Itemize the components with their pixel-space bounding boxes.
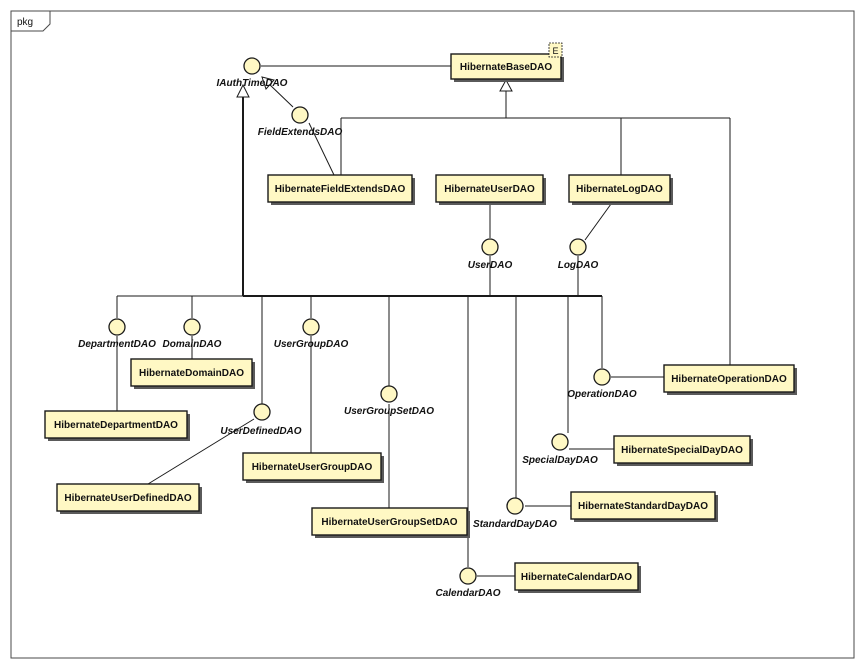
interfaces: IAuthTimeDAO FieldExtendsDAO UserDAO Log… [78, 57, 637, 599]
class-name-hibernate-user-group-set-dao: HibernateUserGroupSetDAO [321, 517, 457, 528]
label-department-dao: DepartmentDAO [78, 339, 156, 350]
class-name-hibernate-field-extends-dao: HibernateFieldExtendsDAO [275, 184, 406, 195]
package-frame [10, 10, 855, 659]
class-name-hibernate-standard-day-dao: HibernateStandardDayDAO [578, 501, 708, 512]
label-operation-dao: OperationDAO [567, 389, 637, 400]
label-field-extends-dao: FieldExtendsDAO [258, 127, 343, 138]
interface-field-extends-dao[interactable] [291, 106, 309, 124]
interface-log-dao[interactable] [569, 238, 587, 256]
class-hibernate-log-dao[interactable]: HibernateLogDAO [568, 174, 673, 205]
class-hibernate-field-extends-dao[interactable]: HibernateFieldExtendsDAO [267, 174, 415, 205]
package-tab [11, 11, 51, 32]
interface-operation-dao[interactable] [593, 368, 611, 386]
connectors [116, 65, 731, 577]
interface-domain-dao[interactable] [183, 318, 201, 336]
interface-user-defined-dao[interactable] [253, 403, 271, 421]
interface-user-dao[interactable] [481, 238, 499, 256]
label-iauth-time-dao: IAuthTimeDAO [217, 78, 288, 89]
class-name-hibernate-base-dao: HibernateBaseDAO [460, 62, 552, 73]
class-name-hibernate-user-group-dao: HibernateUserGroupDAO [252, 462, 373, 473]
label-special-day-dao: SpecialDayDAO [522, 455, 598, 466]
class-name-hibernate-operation-dao: HibernateOperationDAO [671, 374, 787, 385]
field-ext-gen [267, 82, 294, 108]
package-label: pkg [17, 17, 33, 28]
class-name-hibernate-log-dao: HibernateLogDAO [576, 184, 663, 195]
class-name-hibernate-special-day-dao: HibernateSpecialDayDAO [621, 445, 743, 456]
link-log [584, 203, 612, 241]
classes: HibernateBaseDAO E HibernateFieldExtends… [44, 42, 797, 593]
class-hibernate-user-dao[interactable]: HibernateUserDAO [435, 174, 546, 205]
class-name-hibernate-department-dao: HibernateDepartmentDAO [54, 420, 178, 431]
generalization-arrow-main [236, 83, 250, 98]
label-user-dao: UserDAO [468, 260, 513, 271]
interface-user-group-dao[interactable] [302, 318, 320, 336]
link-user-defined [147, 418, 255, 485]
interface-standard-day-dao[interactable] [506, 497, 524, 515]
label-user-group-set-dao: UserGroupSetDAO [344, 406, 434, 417]
class-hibernate-calendar-dao[interactable]: HibernateCalendarDAO [514, 562, 641, 593]
interface-calendar-dao[interactable] [459, 567, 477, 585]
class-hibernate-user-group-dao[interactable]: HibernateUserGroupDAO [242, 452, 384, 483]
label-log-dao: LogDAO [558, 260, 599, 271]
interface-user-group-set-dao[interactable] [380, 385, 398, 403]
class-name-hibernate-user-dao: HibernateUserDAO [444, 184, 535, 195]
label-calendar-dao: CalendarDAO [435, 588, 500, 599]
label-domain-dao: DomainDAO [163, 339, 222, 350]
class-name-hibernate-calendar-dao: HibernateCalendarDAO [521, 572, 632, 583]
field-ext-realize [308, 122, 335, 176]
interface-department-dao[interactable] [108, 318, 126, 336]
label-user-group-dao: UserGroupDAO [274, 339, 349, 350]
interface-iauth-time-dao[interactable] [243, 57, 261, 75]
class-hibernate-department-dao[interactable]: HibernateDepartmentDAO [44, 410, 190, 441]
class-hibernate-domain-dao[interactable]: HibernateDomainDAO [130, 358, 255, 389]
class-hibernate-user-defined-dao[interactable]: HibernateUserDefinedDAO [56, 483, 202, 514]
class-hibernate-special-day-dao[interactable]: HibernateSpecialDayDAO [613, 435, 753, 466]
entity-badge-label: E [552, 46, 558, 56]
label-user-defined-dao: UserDefinedDAO [220, 426, 301, 437]
class-hibernate-standard-day-dao[interactable]: HibernateStandardDayDAO [570, 491, 718, 522]
class-hibernate-user-group-set-dao[interactable]: HibernateUserGroupSetDAO [311, 507, 470, 538]
interface-special-day-dao[interactable] [551, 433, 569, 451]
label-standard-day-dao: StandardDayDAO [473, 519, 557, 530]
class-hibernate-operation-dao[interactable]: HibernateOperationDAO [663, 364, 797, 395]
class-name-hibernate-user-defined-dao: HibernateUserDefinedDAO [64, 493, 191, 504]
generalization-arrow-base [499, 78, 513, 92]
generalization-arrow-field-ext [261, 76, 275, 90]
class-name-hibernate-domain-dao: HibernateDomainDAO [139, 368, 244, 379]
class-hibernate-base-dao[interactable]: HibernateBaseDAO E [450, 42, 564, 82]
entity-badge [548, 42, 563, 58]
